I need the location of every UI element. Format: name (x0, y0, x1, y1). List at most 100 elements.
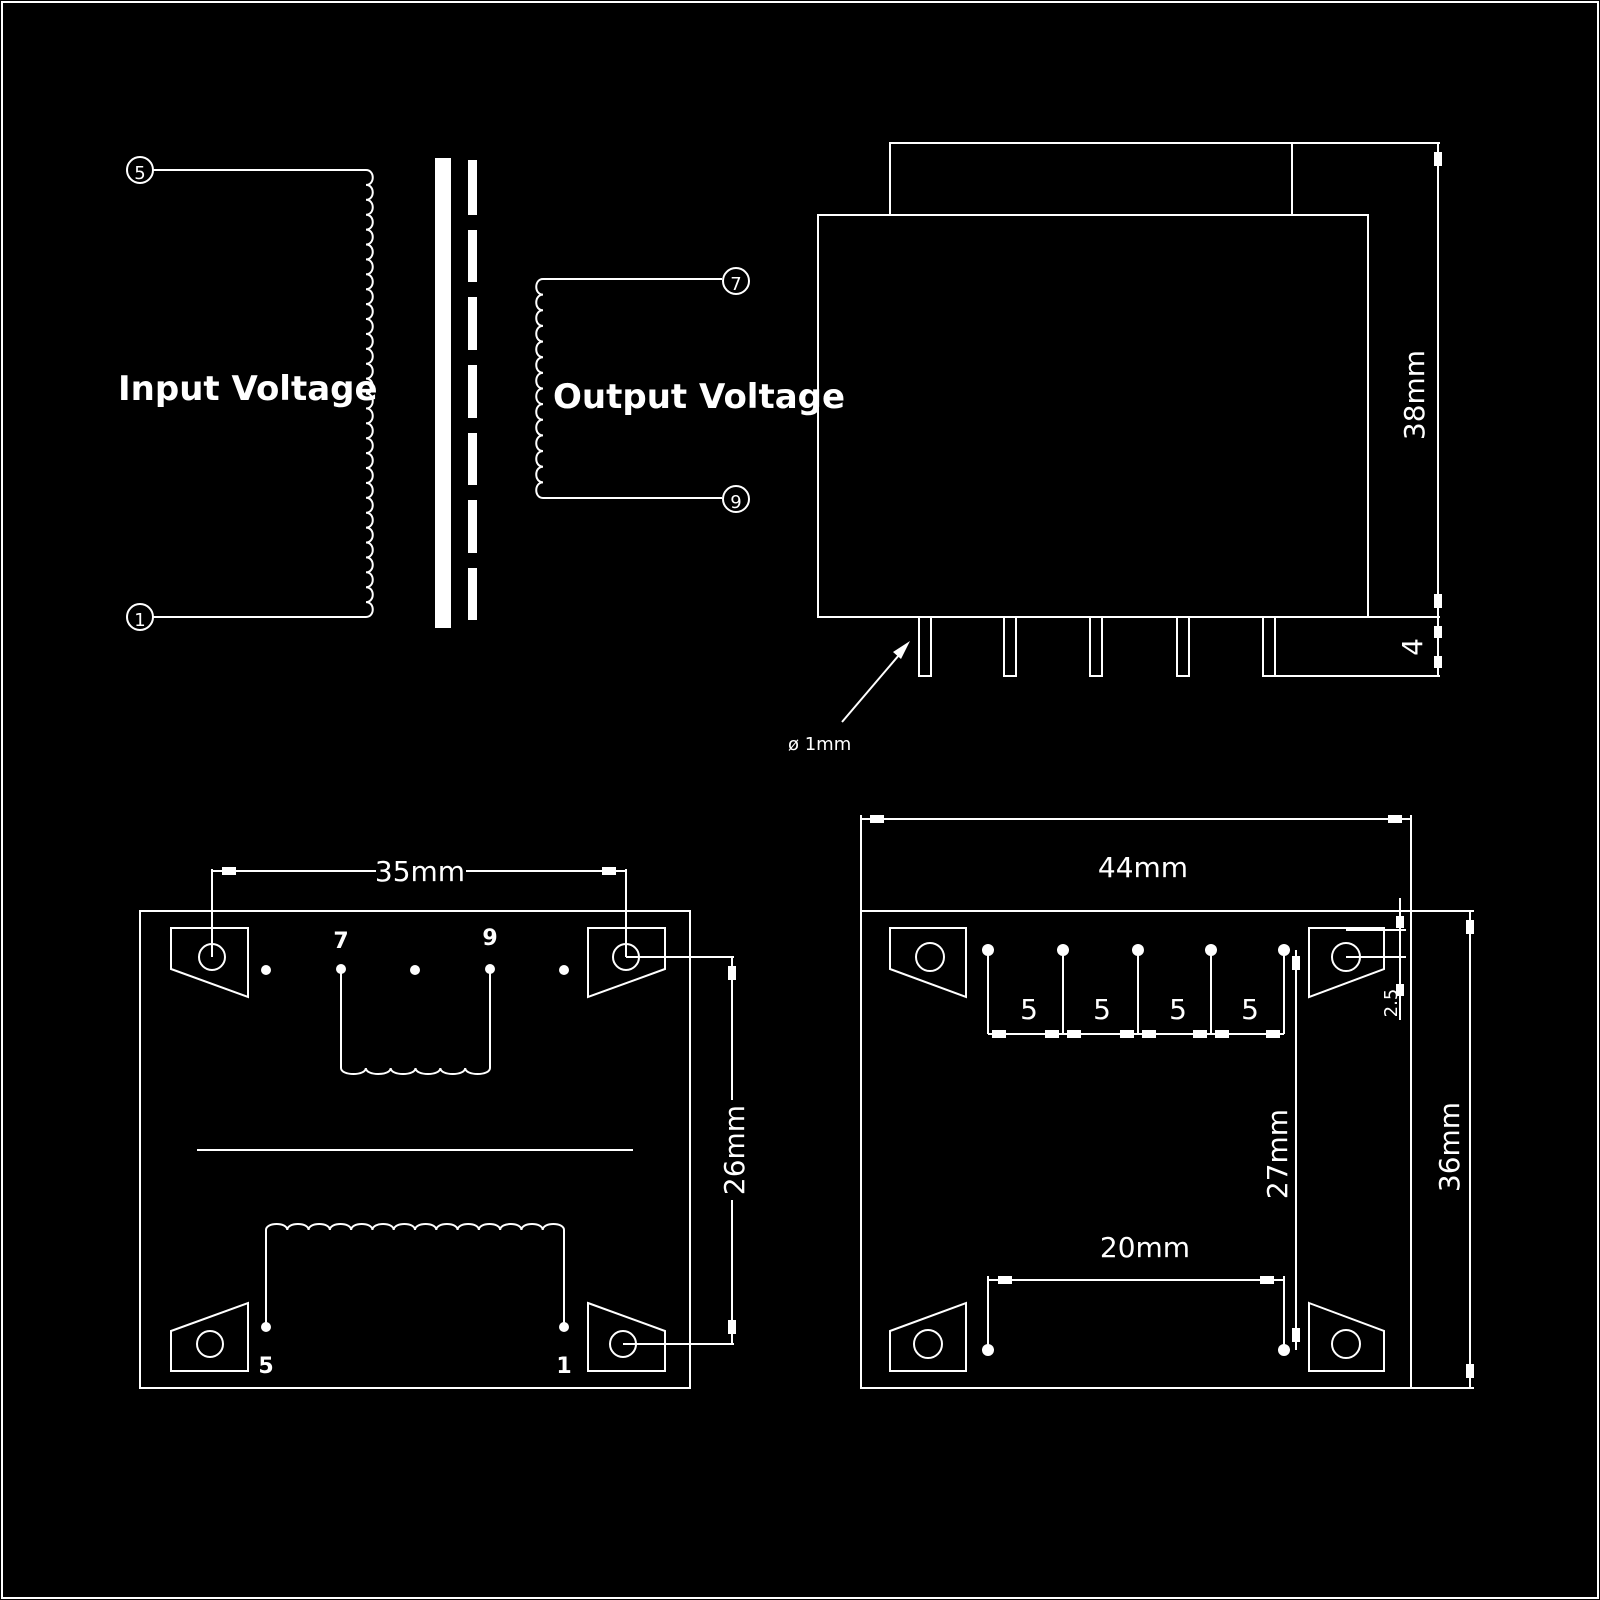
dim-arrow (222, 867, 236, 875)
dim-arrow (1067, 1030, 1081, 1038)
side-view-body (817, 214, 1369, 618)
footprint-width-dim-label: 44mm (1098, 851, 1188, 884)
bottom-pin-5-label: 5 (258, 1354, 273, 1379)
pin-diameter-arrowhead (893, 641, 910, 659)
footprint-tab-top-right (1308, 927, 1385, 999)
dim-arrow (728, 1320, 736, 1334)
bottom-secondary-winding (340, 1067, 491, 1075)
mounting-tab-bottom-right (587, 1301, 666, 1372)
footprint-top-pin-row (982, 944, 1290, 1038)
bottom-primary-winding (265, 1223, 565, 1231)
pitch-label: 5 (1093, 993, 1111, 1026)
pitch-label: 5 (1169, 993, 1187, 1026)
side-view-pin (1262, 616, 1276, 677)
bottom-pin-9-label: 9 (482, 926, 497, 951)
core-solid (435, 158, 451, 628)
dim-arrow (1434, 594, 1442, 608)
core-dash (468, 500, 477, 553)
dim-label-mask (376, 860, 466, 882)
side-height-dim-label: 38mm (1398, 350, 1431, 440)
core-dashed (468, 160, 477, 620)
core-dash (468, 160, 477, 215)
row-spacing-dim-label: 27mm (1261, 1109, 1294, 1199)
mounting-tab-bottom-left (170, 1301, 249, 1372)
side-view-pins (918, 616, 1276, 677)
dim-arrow (602, 867, 616, 875)
pin-pad (559, 965, 569, 975)
pin-7-terminal (722, 267, 750, 295)
dim-arrow (1434, 152, 1442, 166)
pitch-label: 5 (1020, 993, 1038, 1026)
pin-diameter-leader (841, 647, 906, 723)
dim-arrow (1292, 1328, 1300, 1342)
dim-arrow (1215, 1030, 1229, 1038)
pin-9-terminal (722, 485, 750, 513)
side-view-top-cap (889, 142, 1293, 216)
footprint-height-dim-label: 36mm (1433, 1102, 1466, 1192)
dim-arrow (1292, 956, 1300, 970)
pin-diameter-label: ø 1mm (788, 734, 851, 755)
dim-arrow (1466, 920, 1474, 934)
offset-dim-label: 2.5 (1381, 989, 1402, 1018)
pin-pad (261, 965, 271, 975)
footprint-pin (1205, 944, 1217, 956)
pin-5-label: 5 (134, 163, 145, 184)
dim-arrow (1434, 656, 1442, 668)
dim-label-mask (718, 1100, 746, 1200)
bottom-pin-1-label: 1 (556, 1354, 571, 1379)
footprint-pin (1278, 944, 1290, 956)
bottom-view: 7 9 5 1 35mm 26mm (139, 855, 751, 1389)
dim-arrow (1266, 1030, 1280, 1038)
lower-span-dim-label: 20mm (1100, 1231, 1190, 1264)
dim-arrow (1260, 1276, 1274, 1284)
footprint-view: 44mm 36mm 2.5 5 5 5 5 27mm 20mm (860, 815, 1474, 1389)
input-voltage-label: Input Voltage (118, 369, 378, 409)
output-voltage-label: Output Voltage (553, 377, 845, 417)
pin-9-label: 9 (730, 492, 741, 513)
bottom-view-outline (139, 910, 691, 1389)
dim-arrow (870, 815, 884, 823)
dim-arrow (1466, 1364, 1474, 1378)
core-dash (468, 230, 477, 282)
footprint-pin (1057, 944, 1069, 956)
footprint-outline (860, 910, 1412, 1389)
bottom-pin-7-label: 7 (333, 929, 348, 954)
dim-arrow (1396, 916, 1404, 928)
footprint-tab-top-left (889, 927, 967, 999)
pitch-label: 5 (1241, 993, 1259, 1026)
footprint-tab-bottom-left (889, 1301, 967, 1372)
footprint-pin (982, 944, 994, 956)
secondary-winding (535, 278, 544, 499)
pin-1-label: 1 (134, 610, 145, 631)
dim-arrow (992, 1030, 1006, 1038)
dim-arrow (1045, 1030, 1059, 1038)
side-view-pin (1089, 616, 1103, 677)
mounting-tab-top-left (170, 927, 249, 999)
footprint-tab-bottom-right (1308, 1301, 1385, 1372)
schematic: 5 1 Input Voltage 7 9 Output Voltage (118, 156, 845, 631)
side-view-pin (1176, 616, 1190, 677)
pin-7-label: 7 (730, 274, 741, 295)
bottom-width-dim-label: 35mm (375, 855, 465, 888)
side-view-pin (1003, 616, 1017, 677)
pin-length-dim-label: 4 (1396, 638, 1429, 656)
core-dash (468, 433, 477, 485)
side-view: 38mm 4 ø 1mm (788, 142, 1442, 755)
dim-arrow (1193, 1030, 1207, 1038)
dim-arrow (998, 1276, 1012, 1284)
bottom-height-dim-label: 26mm (718, 1105, 751, 1195)
dim-arrow (1434, 626, 1442, 638)
side-view-pin (918, 616, 932, 677)
core-dash (468, 297, 477, 350)
dim-arrow (728, 966, 736, 980)
pin-pad (410, 965, 420, 975)
dim-arrow (1120, 1030, 1134, 1038)
core-dash (468, 568, 477, 620)
dim-arrow (1388, 815, 1402, 823)
primary-winding (365, 169, 374, 618)
dim-arrow (1396, 984, 1404, 996)
footprint-pin (1132, 944, 1144, 956)
dim-arrow (1142, 1030, 1156, 1038)
